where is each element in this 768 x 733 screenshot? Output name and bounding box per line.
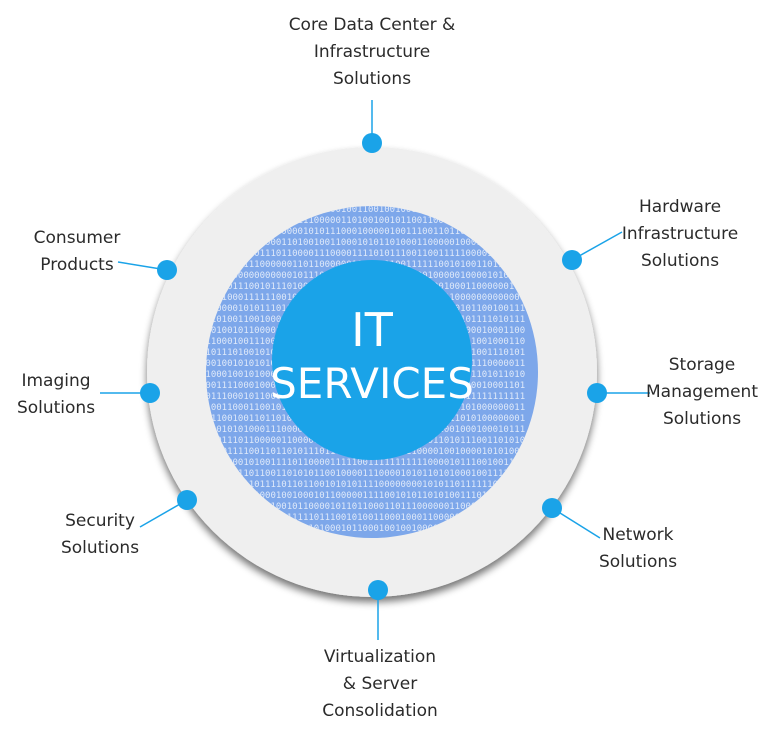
binary-texture-row: 0010000011100100101100001011011000110111… (200, 502, 525, 512)
service-label-line: Solutions (599, 552, 677, 572)
service-label-line: Imaging (21, 371, 90, 391)
service-label-line: Network (603, 525, 674, 545)
binary-texture-row: 0001100010100111101100001111100111111111… (200, 458, 525, 468)
node-dot[interactable] (362, 133, 382, 153)
service-label-line: Solutions (333, 69, 411, 89)
binary-texture-row: 0110100010011101100001110000111101011100… (200, 249, 525, 259)
node-dot[interactable] (562, 250, 582, 270)
service-label-line: Solutions (641, 251, 719, 271)
service-label-line: Hardware (639, 197, 721, 217)
binary-texture-row: 1100010101011011111110111001010011000100… (200, 513, 525, 523)
binary-texture-row: 0011101110110001101001001100010101101000… (200, 238, 525, 248)
binary-texture-row: 1000100011011110110110010101011110000000… (200, 480, 525, 490)
service-label-line: Virtualization (324, 647, 436, 667)
node-dot[interactable] (157, 260, 177, 280)
binary-texture-row: 0010111011100010010001011000001111001010… (200, 491, 525, 501)
binary-texture-row: 1010100110110011010101100100001110000101… (200, 469, 525, 479)
service-label-line: Infrastructure (314, 42, 430, 62)
center-title-line1: IT (351, 303, 394, 357)
binary-texture-row: 0110100000100101000110100010110001001001… (200, 524, 525, 534)
service-label-line: Core Data Center & (289, 15, 456, 35)
center-title-line2: SERVICES (270, 359, 474, 408)
binary-texture-row: 0000000010001000000101011100010000010011… (200, 227, 525, 237)
node-dot[interactable] (542, 498, 562, 518)
service-label-line: Consumer (34, 228, 121, 248)
service-label-line: Solutions (61, 538, 139, 558)
node-dot[interactable] (177, 490, 197, 510)
service-label-line: Management (646, 382, 758, 402)
service-label-line: & Server (343, 674, 417, 694)
service-label-line: Infrastructure (622, 224, 738, 244)
service-label-line: Security (65, 511, 135, 531)
center-circle (272, 260, 472, 460)
node-dot[interactable] (587, 383, 607, 403)
node-dot[interactable] (368, 580, 388, 600)
service-label-line: Storage (669, 355, 736, 375)
service-label-line: Solutions (17, 398, 95, 418)
binary-texture-row: 1000010000100111111110000011010010010110… (200, 216, 525, 226)
binary-texture-row: 0100010110011000101000110010011001001001… (200, 205, 525, 215)
node-dot[interactable] (140, 383, 160, 403)
service-label-line: Solutions (663, 409, 741, 429)
service-label-line: Products (40, 255, 114, 275)
service-label-line: Consolidation (322, 701, 438, 721)
